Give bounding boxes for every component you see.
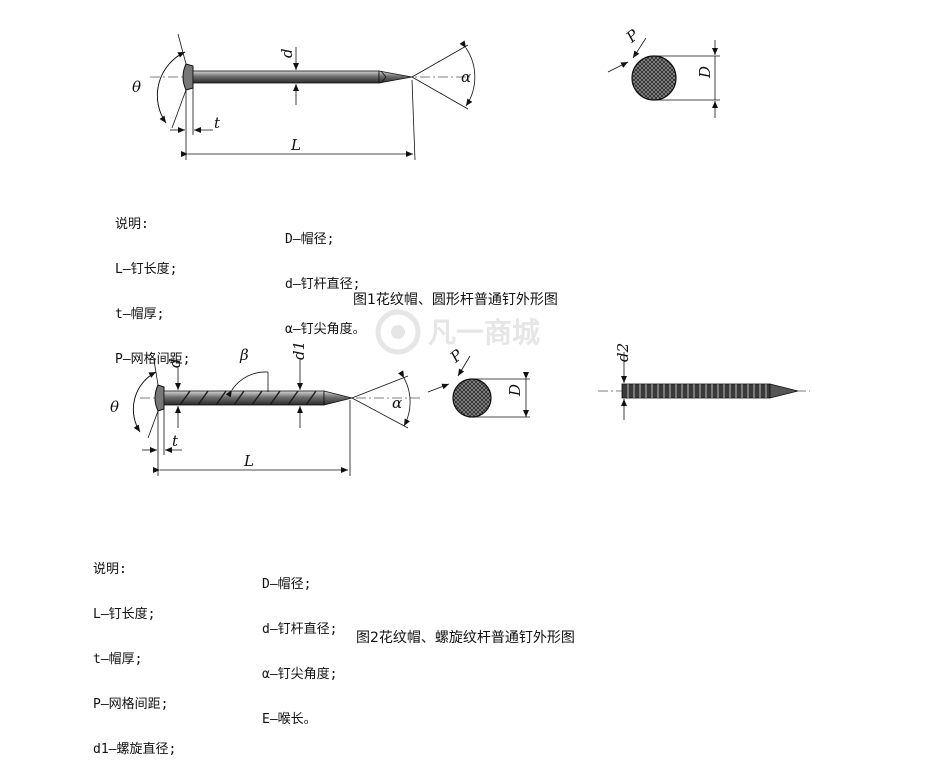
figure1-labels: θ d α t L bbox=[132, 48, 471, 154]
figure2-legend: 说明: L—钉长度; t—帽厚; P—网格间距; d1—螺旋直径; bbox=[93, 532, 176, 772]
figure1-caption: 图1花纹帽、圆形杆普通钉外形图 bbox=[353, 292, 558, 308]
figure2-legend-item: E—喉长。 bbox=[262, 712, 317, 727]
figure2-legend-item: L—钉长度; bbox=[93, 607, 156, 622]
label-theta: θ bbox=[132, 78, 141, 96]
figure1-legend-item: P—网格间距; bbox=[115, 352, 191, 367]
figure2-legend-item: D—帽径; bbox=[262, 577, 312, 592]
figure2-legend-title: 说明: bbox=[93, 562, 127, 577]
label-t: t bbox=[214, 114, 221, 132]
watermark: 凡一商城 bbox=[372, 306, 592, 362]
figure2-legend-item: d—钉杆直径; bbox=[262, 622, 338, 637]
figure1-legend: 说明: L—钉长度; t—帽厚; P—网格间距; bbox=[115, 187, 190, 382]
label-d1: d1 bbox=[290, 341, 308, 360]
label-D-2: D bbox=[506, 384, 524, 397]
figure2-helical-threads bbox=[179, 390, 317, 406]
label-theta-2: θ bbox=[110, 398, 119, 416]
figure1-legend-right: D—帽径; d—钉杆直径; α—钉尖角度。 bbox=[285, 202, 366, 352]
figure1-legend-item: L—钉长度; bbox=[115, 262, 178, 277]
label-D: D bbox=[696, 66, 714, 79]
figure2-annular-nail: d2 bbox=[598, 343, 810, 420]
figure2-legend-item: α—钉尖角度; bbox=[262, 667, 338, 682]
figure1-legend-item: d—钉杆直径; bbox=[285, 277, 361, 292]
label-beta: β bbox=[239, 346, 249, 364]
label-d: d bbox=[278, 48, 296, 58]
label-L-2: L bbox=[243, 452, 254, 470]
figure1-nail-side-view bbox=[150, 63, 470, 91]
figure2-caption: 图2花纹帽、螺旋纹杆普通钉外形图 bbox=[356, 630, 575, 646]
figure2-legend-right: D—帽径; d—钉杆直径; α—钉尖角度; E—喉长。 bbox=[262, 547, 337, 742]
figure2-head-top-view: P D bbox=[427, 345, 530, 418]
figure1-legend-item: t—帽厚; bbox=[115, 307, 165, 322]
technical-drawing: θ d α t L P D bbox=[110, 25, 810, 476]
figure2-labels: θ d β d1 α t L bbox=[110, 341, 402, 470]
figure1-head-top-view: P D bbox=[607, 25, 720, 118]
label-d2: d2 bbox=[614, 343, 632, 362]
figure2-legend-item: t—帽厚; bbox=[93, 652, 143, 667]
figure1-legend-title: 说明: bbox=[115, 217, 149, 232]
label-alpha-2: α bbox=[392, 394, 402, 412]
label-t-2: t bbox=[172, 432, 179, 450]
label-P: P bbox=[622, 25, 643, 47]
figure2-dimensions bbox=[133, 359, 411, 476]
figure1-legend-item: α—钉尖角度。 bbox=[285, 322, 366, 337]
watermark-logo-icon: 凡一商城 bbox=[375, 309, 540, 355]
svg-text:凡一商城: 凡一商城 bbox=[428, 316, 540, 349]
annular-rings bbox=[627, 384, 767, 398]
figure1-dimensions bbox=[156, 33, 476, 161]
figure1-legend-item: D—帽径; bbox=[285, 232, 335, 247]
figure2-legend-item: d1—螺旋直径; bbox=[93, 742, 177, 757]
label-L: L bbox=[290, 136, 301, 154]
label-d-2: d bbox=[166, 358, 184, 368]
label-alpha: α bbox=[461, 68, 471, 86]
figure2-nail-side-view bbox=[140, 384, 420, 412]
figure2-legend-item: P—网格间距; bbox=[93, 697, 169, 712]
